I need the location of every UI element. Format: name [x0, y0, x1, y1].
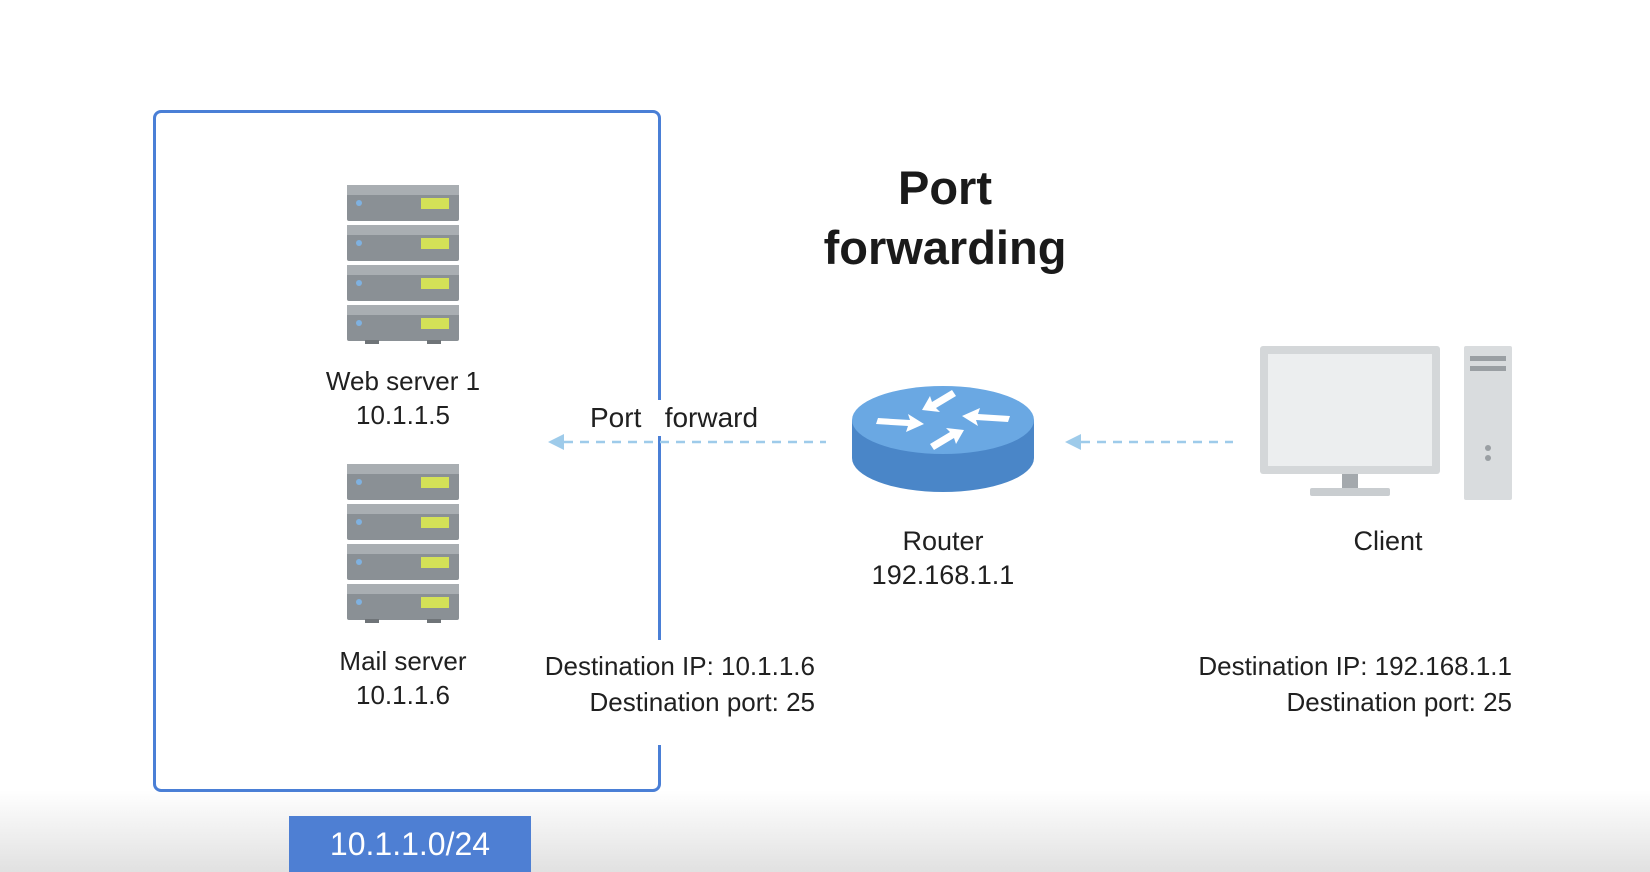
border-gap	[655, 400, 667, 436]
forwarded-dest-port: Destination port: 25	[589, 687, 815, 717]
router-ip: 192.168.1.1	[871, 560, 1015, 590]
mail-server-icon	[347, 464, 459, 623]
client-computer-icon	[1260, 346, 1512, 500]
client-dest-ip: Destination IP: 192.168.1.1	[1198, 651, 1512, 681]
subnet-tag: 10.1.1.0/24	[289, 816, 531, 872]
client-dest-port: Destination port: 25	[1286, 687, 1512, 717]
mail-server-ip: 10.1.1.6	[356, 680, 450, 710]
client-label: Client	[1353, 526, 1423, 556]
forwarded-packet-info: Destination IP: 10.1.1.6 Destination por…	[400, 648, 815, 720]
client-arrow	[1065, 434, 1233, 450]
router-label: Router 192.168.1.1	[823, 524, 1063, 592]
forwarded-dest-ip: Destination IP: 10.1.1.6	[544, 651, 815, 681]
border-gap	[655, 640, 667, 745]
router-icon	[852, 386, 1034, 492]
title-line-1: Port	[898, 161, 992, 214]
web-server-icon	[347, 185, 459, 344]
bottom-shadow	[0, 790, 1650, 872]
web-server-ip: 10.1.1.5	[356, 400, 450, 430]
router-name: Router	[902, 526, 984, 556]
mail-server-label: Mail server 10.1.1.6	[283, 644, 523, 712]
port-forward-label: Port forward	[590, 402, 759, 433]
mail-server-name: Mail server	[339, 646, 467, 676]
web-server-name: Web server 1	[325, 366, 481, 396]
title-line-2: forwarding	[823, 221, 1067, 274]
forward-arrow	[548, 434, 826, 450]
web-server-label: Web server 1 10.1.1.5	[283, 364, 523, 432]
client-packet-info: Destination IP: 192.168.1.1 Destination …	[1040, 648, 1512, 720]
diagram-title: Port forwarding	[750, 158, 1140, 278]
